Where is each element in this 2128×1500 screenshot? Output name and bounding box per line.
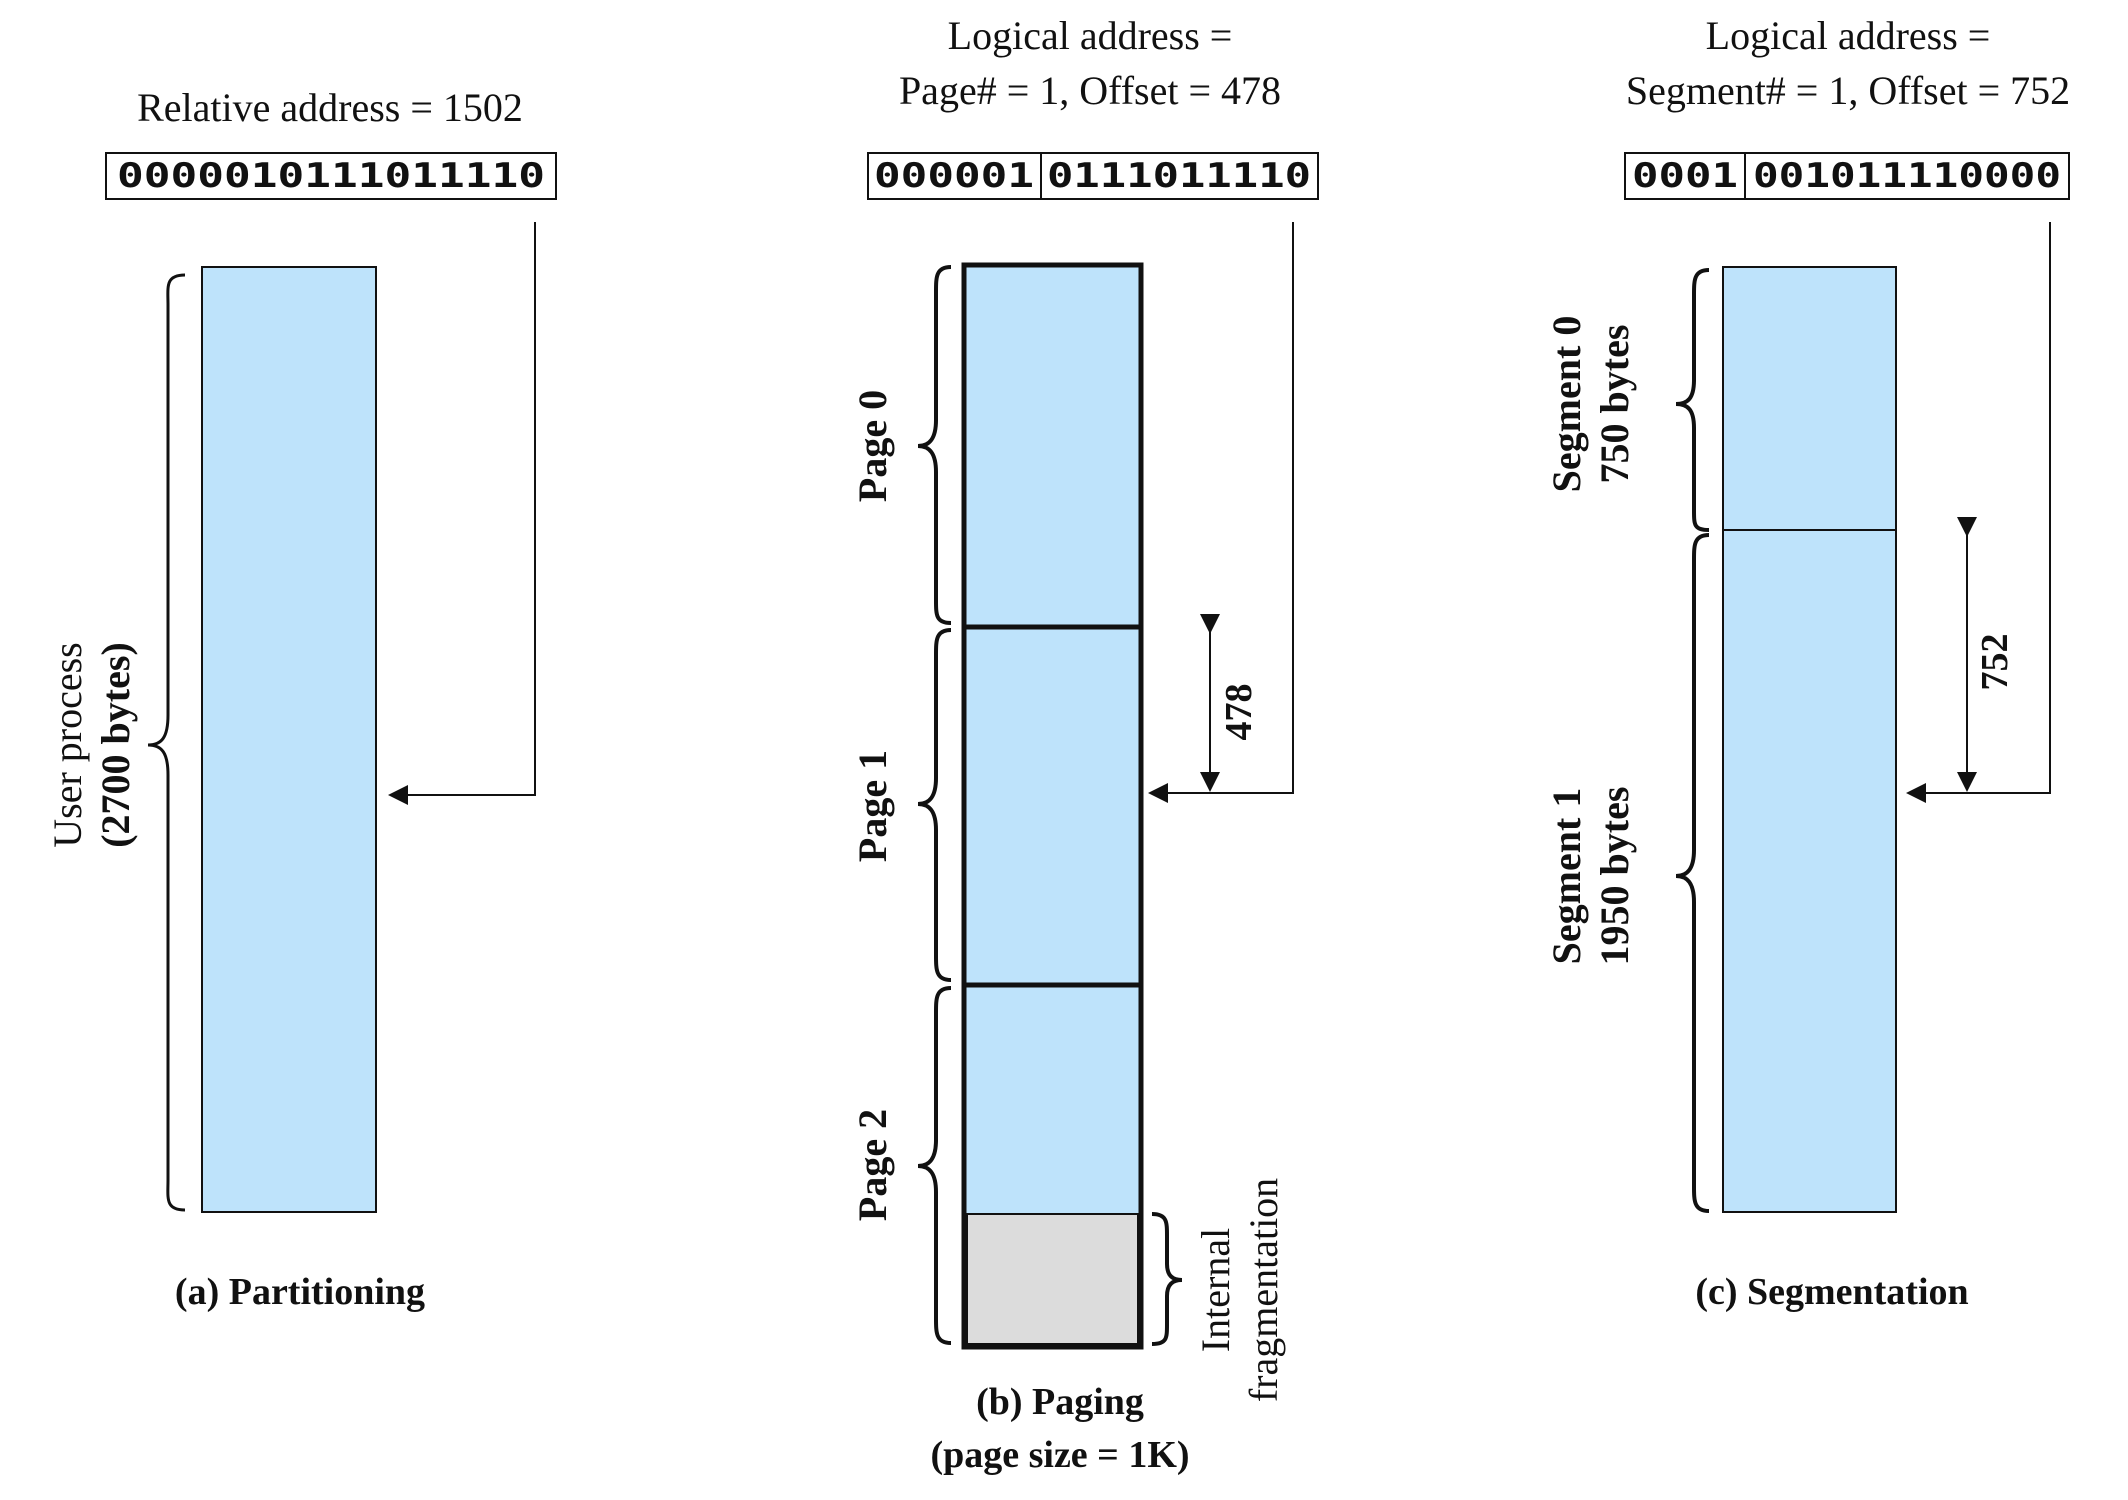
- paging-caption-line1: (b) Paging: [976, 1381, 1144, 1423]
- svg-text:Segment 0: Segment 0: [1544, 316, 1589, 493]
- partitioning-pointer-arrow: [388, 222, 536, 805]
- paging-header-line1: Logical address =: [948, 13, 1233, 58]
- segmentation-caption: (c) Segmentation: [1695, 1271, 1968, 1313]
- svg-text:Internal: Internal: [1193, 1228, 1238, 1352]
- page-number-bits: 000001: [874, 156, 1034, 196]
- page-2-brace: [917, 986, 952, 1345]
- relative-address-header: Relative address = 1502: [137, 85, 523, 130]
- internal-fragmentation-label: Internal fragmentation: [1193, 1178, 1286, 1402]
- page-1-brace: [917, 628, 952, 982]
- segment-1-block: [1722, 529, 1897, 1213]
- segment-offset-bits: 001011110000: [1753, 156, 2061, 196]
- bits-box: [105, 152, 557, 200]
- page-0-block: [961, 262, 1144, 630]
- svg-text:User process: User process: [45, 642, 90, 848]
- svg-text:750 bytes: 750 bytes: [1592, 325, 1637, 484]
- user-process-label: User process (2700 bytes): [45, 642, 138, 848]
- segmentation-header-line1: Logical address =: [1706, 13, 1991, 58]
- page-offset-bits: 0111011110: [1047, 156, 1311, 196]
- page-0-brace: [917, 265, 952, 625]
- segmentation-header-line2: Segment# = 1, Offset = 752: [1626, 68, 2070, 113]
- segmentation-pointer-arrow: [1906, 222, 2051, 803]
- page-1-block: [961, 624, 1144, 988]
- page-2-label: Page 2: [850, 1109, 895, 1221]
- segment-0-label: Segment 0 750 bytes: [1544, 316, 1637, 493]
- paging-caption-line2: (page size = 1K): [930, 1434, 1189, 1476]
- segment-0-brace: [1675, 268, 1710, 532]
- paging-panel: Logical address = Page# = 1, Offset = 47…: [850, 13, 1319, 1476]
- page-offset-box: [1040, 152, 1319, 200]
- segment-number-bits: 0001: [1632, 156, 1738, 196]
- segment-1-label: Segment 1 1950 bytes: [1544, 787, 1637, 966]
- page-number-box: [867, 152, 1042, 200]
- segmentation-panel: Logical address = Segment# = 1, Offset =…: [1544, 13, 2070, 1313]
- internal-fragmentation-block: [966, 1213, 1139, 1345]
- segment-offset-box: [1744, 152, 2070, 200]
- svg-text:1950 bytes: 1950 bytes: [1592, 787, 1637, 966]
- page-1-label: Page 1: [850, 750, 895, 862]
- relative-address-bits: 0000010111011110: [117, 156, 545, 196]
- svg-text:Segment 1: Segment 1: [1544, 788, 1589, 965]
- paging-pointer-arrow: [1148, 222, 1294, 803]
- partitioning-panel: Relative address = 1502 0000010111011110…: [45, 85, 557, 1313]
- segment-offset-label: 752: [1974, 634, 2016, 691]
- page-0-label: Page 0: [850, 390, 895, 502]
- svg-text:fragmentation: fragmentation: [1241, 1178, 1286, 1402]
- fragmentation-brace: [1151, 1212, 1183, 1346]
- partitioning-caption: (a) Partitioning: [175, 1271, 425, 1313]
- page-offset-label: 478: [1218, 684, 1260, 741]
- user-process-brace: [147, 273, 186, 1212]
- paging-header-line2: Page# = 1, Offset = 478: [899, 68, 1281, 113]
- svg-text:(2700 bytes): (2700 bytes): [93, 642, 138, 848]
- user-process-block: [201, 266, 377, 1213]
- segment-1-brace: [1675, 533, 1710, 1213]
- segment-0-block: [1722, 266, 1897, 531]
